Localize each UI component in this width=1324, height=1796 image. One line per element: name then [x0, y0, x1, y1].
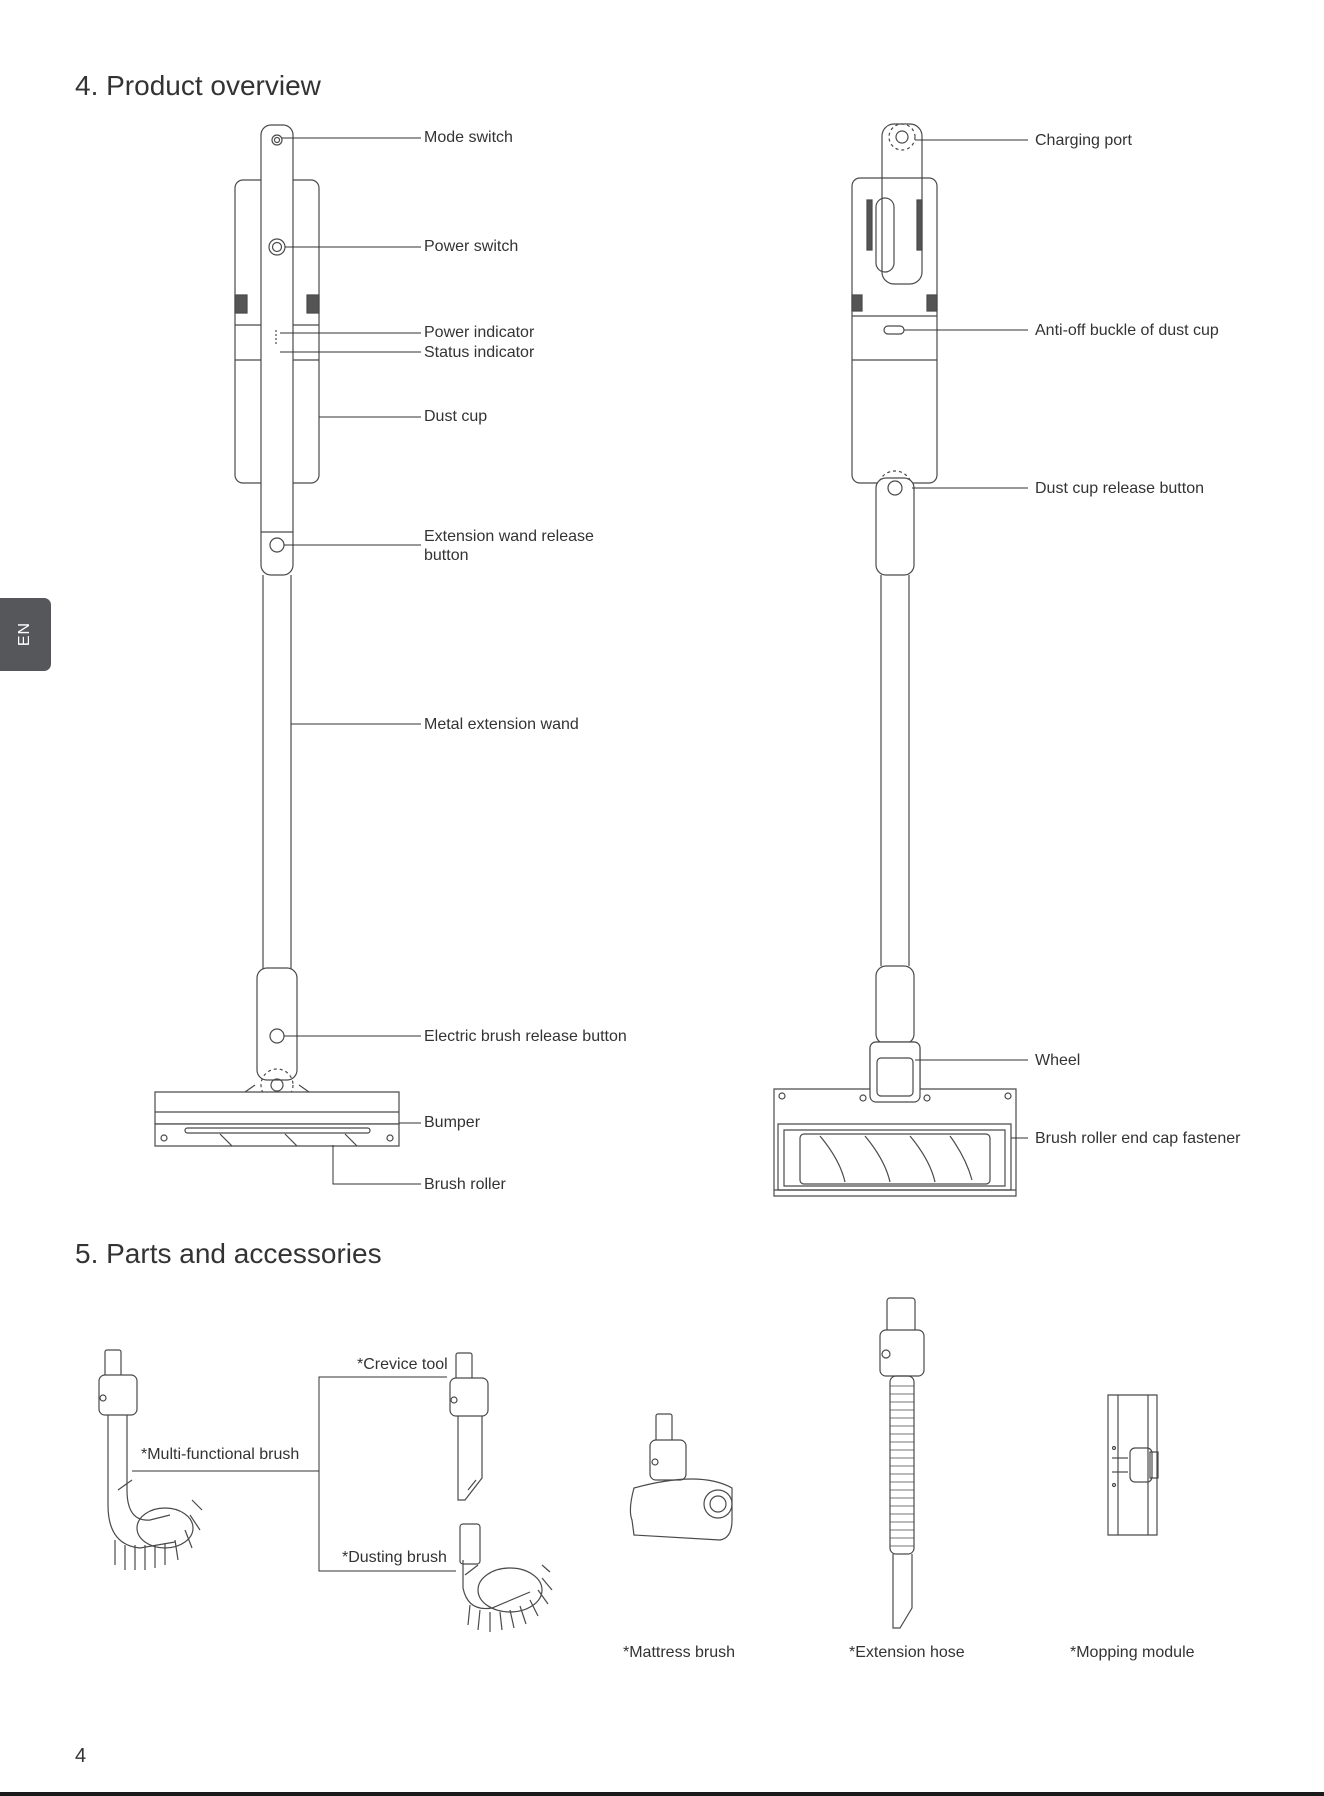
- bottom-rule: [0, 1792, 1324, 1796]
- dusting-brush-drawing: [460, 1524, 552, 1632]
- multi-functional-brush-drawing: [99, 1350, 202, 1570]
- label-brush-roller: Brush roller: [424, 1176, 506, 1193]
- label-metal-extension-wand: Metal extension wand: [424, 716, 579, 733]
- label-dust-cup: Dust cup: [424, 408, 488, 425]
- label-extension-wand-release-line2: button: [424, 547, 469, 564]
- caption-mattress-brush: *Mattress brush: [623, 1644, 736, 1661]
- caption-dusting-brush: *Dusting brush: [342, 1549, 447, 1566]
- vacuum-front-drawing: [155, 125, 399, 1146]
- caption-mopping-module: *Mopping module: [1070, 1644, 1195, 1661]
- label-dust-cup-release: Dust cup release button: [1035, 480, 1204, 497]
- mopping-module-drawing: [1108, 1395, 1158, 1535]
- label-anti-off-buckle: Anti-off buckle of dust cup: [1035, 322, 1219, 339]
- caption-extension-hose: *Extension hose: [849, 1644, 965, 1661]
- label-mode-switch: Mode switch: [424, 129, 513, 146]
- label-status-indicator: Status indicator: [424, 344, 535, 361]
- label-brush-roller-end-cap: Brush roller end cap fastener: [1035, 1130, 1241, 1147]
- section-title-parts-accessories: 5. Parts and accessories: [75, 1238, 382, 1269]
- section-title-product-overview: 4. Product overview: [75, 70, 321, 101]
- label-electric-brush-release: Electric brush release button: [424, 1028, 627, 1045]
- mattress-brush-drawing: [630, 1414, 732, 1540]
- label-extension-wand-release-line1: Extension wand release: [424, 528, 594, 545]
- label-wheel: Wheel: [1035, 1052, 1081, 1069]
- caption-crevice-tool: *Crevice tool: [357, 1356, 448, 1373]
- crevice-tool-drawing: [450, 1353, 488, 1500]
- caption-multi-functional-brush: *Multi-functional brush: [141, 1446, 300, 1463]
- label-power-switch: Power switch: [424, 238, 519, 255]
- label-charging-port: Charging port: [1035, 132, 1132, 149]
- label-bumper: Bumper: [424, 1114, 481, 1131]
- language-tab: EN: [0, 598, 51, 671]
- vacuum-back-drawing: [774, 124, 1016, 1196]
- label-power-indicator: Power indicator: [424, 324, 535, 341]
- leader-lines: [132, 138, 1028, 1571]
- page-number: 4: [75, 1745, 87, 1767]
- extension-hose-drawing: [880, 1298, 924, 1628]
